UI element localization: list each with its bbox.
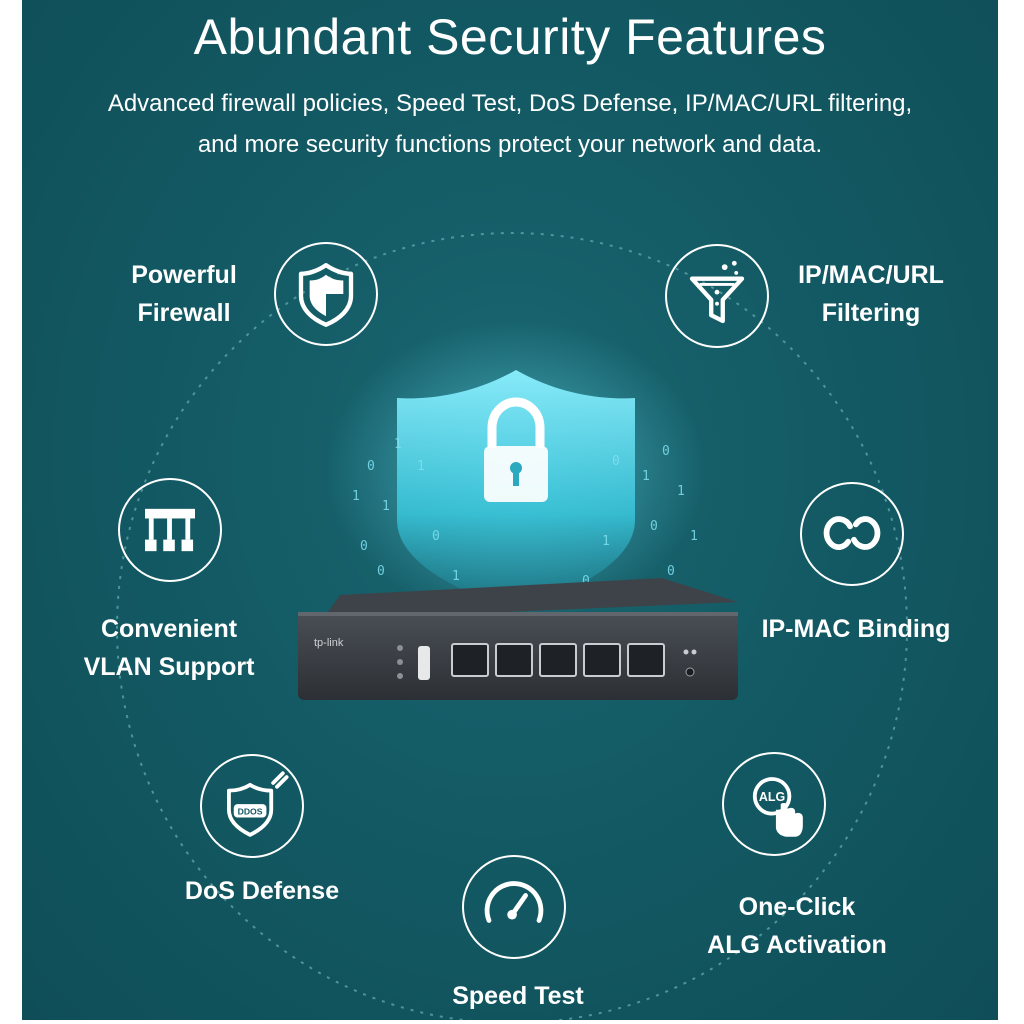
svg-text:0: 0	[360, 539, 368, 554]
filtering-ring	[665, 244, 769, 348]
link-chain-icon	[823, 516, 881, 550]
svg-text:1: 1	[452, 569, 460, 584]
binding-ring	[800, 482, 904, 586]
speed-ring	[462, 855, 566, 959]
speed-label: Speed Test	[452, 982, 584, 1010]
speedometer-icon	[484, 881, 544, 923]
dos-icon-text: DDOS	[238, 807, 263, 817]
svg-text:0: 0	[612, 454, 620, 469]
svg-text:1: 1	[690, 529, 698, 544]
network-tree-icon	[145, 508, 195, 552]
svg-text:1: 1	[677, 484, 685, 499]
svg-text:1: 1	[352, 489, 360, 504]
svg-text:1: 1	[602, 534, 610, 549]
firewall-ring	[274, 242, 378, 346]
binding-label: IP-MAC Binding	[761, 615, 951, 643]
dos-label: DoS Defense	[184, 877, 340, 905]
svg-text:0: 0	[432, 529, 440, 544]
subtitle-line-2: and more security functions protect your…	[197, 131, 823, 158]
orbit-ring	[116, 232, 908, 1020]
svg-text:0: 0	[367, 459, 375, 474]
svg-text:1: 1	[642, 469, 650, 484]
svg-text:0: 0	[662, 444, 670, 459]
lock-icon	[487, 397, 545, 448]
filter-funnel-icon	[689, 260, 745, 324]
alg-click-icon: ALG	[752, 777, 803, 837]
svg-text:0: 0	[582, 574, 590, 589]
alg-icon-text: ALG	[759, 790, 785, 804]
svg-text:0: 0	[377, 564, 385, 579]
feature-panel: Abundant Security Features Advanced fire…	[22, 0, 998, 1020]
alg-ring: ALG	[722, 752, 826, 856]
svg-text:1: 1	[417, 459, 425, 474]
vlan-ring	[118, 478, 222, 582]
page-title: Abundant Security Features	[193, 9, 827, 65]
dos-ring: DDOS	[200, 754, 304, 858]
device-brand: tp-link	[314, 637, 344, 649]
shield-icon	[298, 262, 354, 327]
svg-text:0: 0	[650, 519, 658, 534]
subtitle-line-1: Advanced firewall policies, Speed Test, …	[107, 90, 913, 117]
svg-text:0: 0	[667, 564, 675, 579]
dos-shield-icon: DDOS	[227, 771, 289, 837]
svg-text:1: 1	[394, 437, 402, 452]
svg-text:1: 1	[382, 499, 390, 514]
